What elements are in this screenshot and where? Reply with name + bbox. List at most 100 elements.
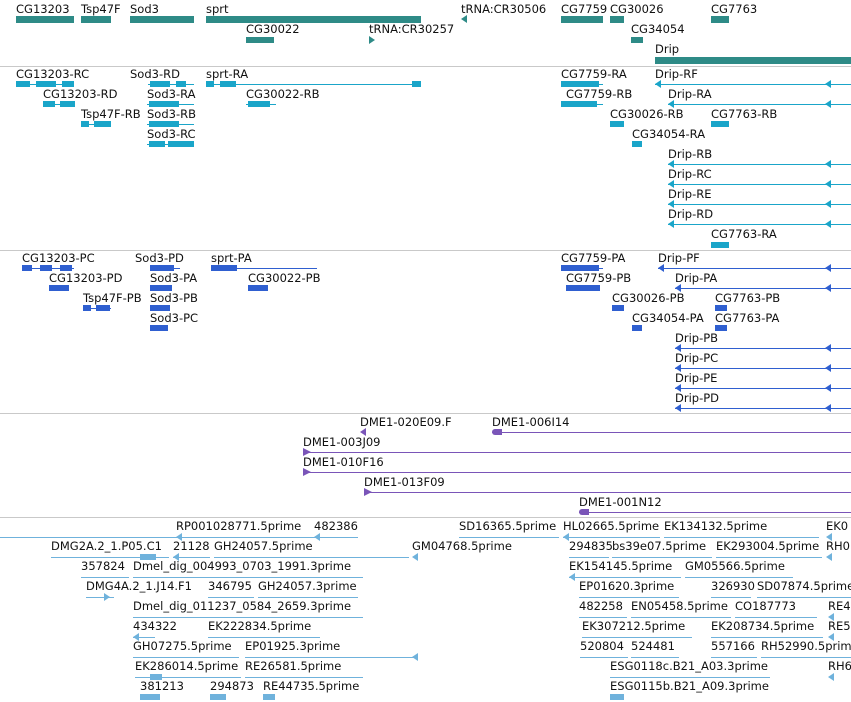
est-feature[interactable] xyxy=(828,613,834,621)
translation-label[interactable]: Sod3-PD xyxy=(135,251,184,265)
transcript-feature[interactable] xyxy=(825,80,831,88)
est-label[interactable]: EK208734.5prime xyxy=(711,619,815,633)
translation-feature[interactable] xyxy=(825,344,831,352)
translation-label[interactable]: Drip-PD xyxy=(675,391,720,405)
translation-feature[interactable] xyxy=(675,404,681,412)
est-label[interactable]: Dmel_dig_011237_0584_2659.3prime xyxy=(133,599,352,613)
transcript-feature[interactable] xyxy=(825,180,831,188)
transcript-label[interactable]: CG30022-RB xyxy=(246,87,320,101)
est-feature[interactable] xyxy=(412,653,418,661)
translation-label[interactable]: CG7759-PB xyxy=(566,271,632,285)
clone-feature[interactable] xyxy=(360,428,366,436)
est-label[interactable]: 520804 xyxy=(580,639,624,653)
translation-feature[interactable] xyxy=(675,388,851,389)
clone-feature[interactable] xyxy=(303,452,851,453)
est-feature[interactable] xyxy=(133,633,139,641)
clone-label[interactable]: DME1-013F09 xyxy=(364,475,445,489)
transcript-label[interactable]: Drip-RD xyxy=(668,207,714,221)
translation-feature[interactable] xyxy=(675,284,681,292)
translation-label[interactable]: Drip-PE xyxy=(675,371,718,385)
est-feature[interactable] xyxy=(104,593,110,601)
gene-feature[interactable] xyxy=(655,57,851,64)
est-label[interactable]: EK307212.5prime xyxy=(582,619,686,633)
transcript-feature[interactable] xyxy=(668,104,851,105)
transcript-feature[interactable] xyxy=(206,84,421,85)
transcript-feature[interactable] xyxy=(43,104,75,105)
est-label[interactable]: GM05566.5prime xyxy=(685,559,785,573)
gene-feature[interactable] xyxy=(561,16,603,23)
gene-label[interactable]: CG30026 xyxy=(610,2,664,16)
est-feature[interactable] xyxy=(459,537,559,538)
est-label[interactable]: CO187773 xyxy=(735,599,796,613)
transcript-feature[interactable] xyxy=(825,160,831,168)
est-label[interactable]: bs39e07.5prime xyxy=(612,539,707,553)
gene-feature[interactable] xyxy=(631,37,643,43)
transcript-feature[interactable] xyxy=(668,180,674,188)
transcript-feature[interactable] xyxy=(668,100,674,108)
translation-label[interactable]: Drip-PC xyxy=(675,351,719,365)
est-label[interactable]: DMG4A.2_1.J14.F1 xyxy=(86,579,192,593)
translation-feature[interactable] xyxy=(825,404,831,412)
est-feature[interactable] xyxy=(711,597,751,598)
translation-label[interactable]: sprt-PA xyxy=(211,251,252,265)
est-feature[interactable] xyxy=(133,617,363,618)
transcript-label[interactable]: Sod3-RA xyxy=(147,87,196,101)
translation-label[interactable]: Sod3-PB xyxy=(150,291,198,305)
translation-feature[interactable] xyxy=(211,268,317,269)
transcript-feature[interactable] xyxy=(668,220,674,228)
transcript-label[interactable]: CG30026-RB xyxy=(610,107,684,121)
est-feature[interactable] xyxy=(133,657,239,658)
transcript-label[interactable]: Sod3-RC xyxy=(147,127,196,141)
est-label[interactable]: 482258 xyxy=(579,599,623,613)
transcript-label[interactable]: CG13203-RC xyxy=(16,67,90,81)
est-feature[interactable] xyxy=(412,553,418,561)
translation-label[interactable]: CG30026-PB xyxy=(612,291,685,305)
est-feature[interactable] xyxy=(133,637,155,638)
est-label[interactable]: GH07275.5prime xyxy=(133,639,232,653)
est-feature[interactable] xyxy=(711,637,823,638)
translation-feature[interactable] xyxy=(658,264,664,272)
gene-label[interactable]: Sod3 xyxy=(130,2,159,16)
translation-label[interactable]: Drip-PA xyxy=(675,271,718,285)
gene-label[interactable]: Drip xyxy=(655,42,680,56)
est-feature[interactable] xyxy=(173,553,179,561)
transcript-feature[interactable] xyxy=(668,204,851,205)
clone-feature[interactable] xyxy=(303,448,311,456)
est-feature[interactable] xyxy=(569,577,681,578)
est-feature[interactable] xyxy=(761,657,851,658)
translation-feature[interactable] xyxy=(825,364,831,372)
est-feature[interactable] xyxy=(826,533,832,541)
est-feature[interactable] xyxy=(314,533,320,541)
est-label[interactable]: EK134132.5prime xyxy=(664,519,768,533)
transcript-feature[interactable] xyxy=(825,200,831,208)
transcript-label[interactable]: sprt-RA xyxy=(206,67,249,81)
gene-label[interactable]: Tsp47F xyxy=(81,2,121,16)
est-label[interactable]: RH52990.5prime xyxy=(761,639,851,653)
est-feature[interactable] xyxy=(81,577,129,578)
est-feature[interactable] xyxy=(569,573,575,581)
est-feature[interactable] xyxy=(582,637,692,638)
gene-feature[interactable] xyxy=(81,16,111,23)
est-label[interactable]: RE4 xyxy=(828,599,851,613)
est-feature[interactable] xyxy=(258,597,358,598)
transcript-feature[interactable] xyxy=(668,184,851,185)
clone-feature[interactable] xyxy=(579,512,851,513)
est-label[interactable]: 294835 xyxy=(569,539,613,553)
gene-label[interactable]: tRNA:CR30257 xyxy=(369,22,455,36)
est-label[interactable]: EK154145.5prime xyxy=(569,559,673,573)
est-label[interactable]: 294873 xyxy=(210,679,254,693)
est-feature[interactable] xyxy=(133,577,363,578)
transcript-feature[interactable] xyxy=(825,100,831,108)
transcript-feature[interactable] xyxy=(148,84,194,85)
est-feature[interactable] xyxy=(51,557,169,558)
translation-label[interactable]: Drip-PB xyxy=(675,331,719,345)
est-feature[interactable] xyxy=(580,657,628,658)
est-label[interactable]: RH6 xyxy=(828,659,851,673)
est-label[interactable]: EK222834.5prime xyxy=(208,619,312,633)
gene-label[interactable]: CG34054 xyxy=(631,22,685,36)
gene-feature[interactable] xyxy=(246,37,274,43)
gene-feature[interactable] xyxy=(610,16,624,23)
est-feature[interactable] xyxy=(245,657,415,658)
est-label[interactable]: 524481 xyxy=(631,639,675,653)
transcript-label[interactable]: CG7759-RA xyxy=(561,67,627,81)
